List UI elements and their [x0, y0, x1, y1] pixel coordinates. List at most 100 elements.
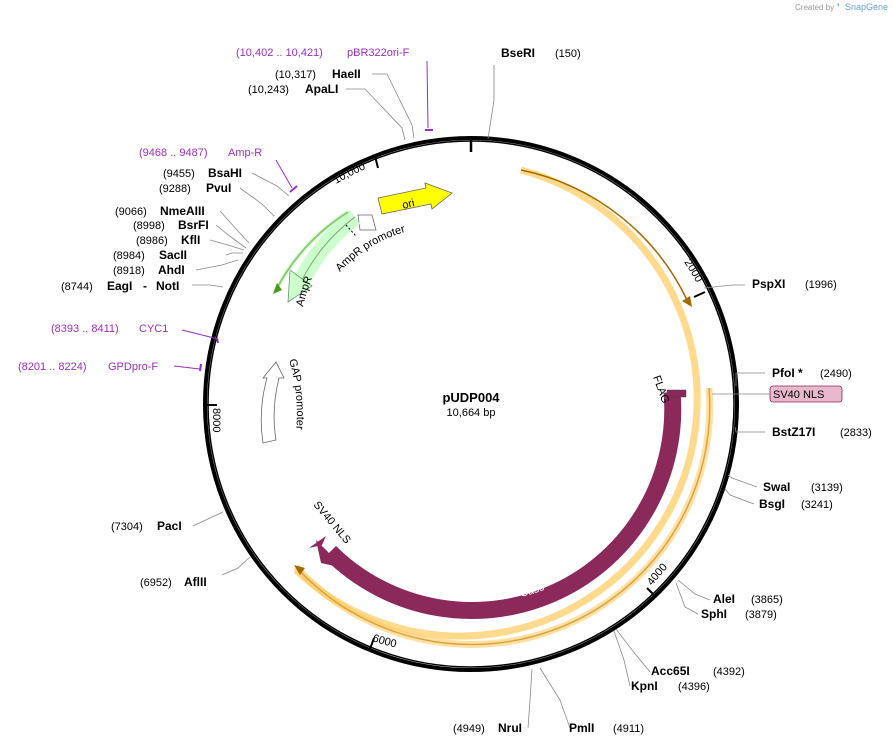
site-name: BstZ17I [772, 425, 815, 439]
primer-gpdpro-f: (8201 .. 8224) GPDpro-F [18, 361, 158, 373]
ori-label: ori [401, 197, 416, 212]
gap-promoter-label: GAP promoter [286, 358, 306, 431]
site-pos: (9288) [159, 183, 191, 195]
site-pos: (7304) [111, 521, 143, 533]
leader-pmli [539, 667, 571, 729]
flag-label: FLAG [650, 374, 671, 405]
ampr-orf-arrow-head [273, 283, 282, 294]
leader-bseri [487, 65, 495, 140]
leader-aflii [221, 556, 251, 576]
site-pos: (150) [555, 48, 581, 60]
site-alei: AleI (3865) [713, 592, 783, 606]
site-name: PvuI [206, 181, 231, 195]
site-pos: (4392) [713, 666, 745, 678]
primer-pbr322ori-f: (10,402 .. 10,421) pBR322ori-F [236, 47, 410, 59]
site-haeii: (10,317) HaeII [275, 67, 361, 81]
ampr-dotted-boundary [345, 224, 357, 237]
site-pos: (3865) [751, 594, 783, 606]
site-name: SphI [701, 607, 727, 621]
primer-leader-ampr [275, 159, 293, 189]
site-pos: (9066) [115, 206, 147, 218]
sv40-nls-right-box-bg [769, 385, 843, 403]
leader-sphi [675, 582, 699, 615]
primer-name: CYC1 [139, 323, 168, 335]
cas9-orf-arc [293, 166, 714, 648]
site-kpni: KpnI (4396) [631, 679, 710, 693]
site-sphi: SphI (3879) [701, 607, 777, 621]
tick-2000 [693, 291, 706, 298]
leader-lines [192, 65, 765, 729]
primer-mark-gpdpro [199, 363, 202, 372]
site-separator: - [143, 279, 147, 293]
site-name-2: NotI [156, 279, 179, 293]
orf-arrow-head-1 [682, 296, 692, 307]
leader-haeii [372, 73, 415, 139]
site-pos: (4911) [613, 723, 644, 735]
site-pvui: (9288) PvuI [159, 181, 231, 195]
site-name: NmeAIII [160, 204, 205, 218]
site-kfli: (8986) KflI [136, 233, 200, 247]
ampr-arrow-head [287, 269, 313, 303]
primer-leader-cyc1 [181, 329, 219, 340]
site-pfoi: PfoI * (2490) [772, 366, 852, 380]
site-nmeaiii: (9066) NmeAIII [115, 204, 205, 218]
ori-arrow [377, 182, 453, 215]
leader-bstz17i [734, 426, 765, 433]
leader-bsgi [724, 488, 755, 505]
credit-brand: SnapGene [845, 2, 888, 12]
site-name: NruI [498, 721, 522, 735]
cas9-arrow-body [324, 391, 682, 619]
primer-cyc1: (8393 .. 8411) CYC1 [51, 323, 168, 335]
ori-feature: ori [377, 182, 453, 215]
leader-kpni [613, 630, 631, 687]
site-name: PacI [157, 519, 182, 533]
site-name: KpnI [631, 679, 658, 693]
primer-name: GPDpro-F [108, 361, 158, 373]
site-pos: (8918) [113, 265, 145, 277]
site-apali: (10,243) ApaLI [248, 82, 338, 96]
gap-promoter-feature: GAP promoter [260, 358, 306, 444]
site-aflii: (6952) AflII [140, 575, 207, 589]
leader-alei [677, 579, 711, 601]
sv40-nls-right-box: SV40 NLS [712, 385, 843, 403]
site-name: SwaI [763, 480, 790, 494]
site-name: HaeII [332, 67, 361, 81]
site-pos: (8998) [133, 220, 165, 232]
site-pos: (3139) [811, 482, 843, 494]
ampr-arrow-outline [300, 216, 356, 283]
snapgene-logo-icon: ❜ [837, 2, 840, 12]
site-bsrfi: (8998) BsrFI [133, 218, 209, 232]
site-pos: (6952) [140, 577, 172, 589]
sv40-nls-left-marker [309, 536, 326, 548]
primer-amp-r: (9468 .. 9487) Amp-R [139, 147, 262, 159]
tick-4000 [646, 587, 656, 597]
site-ahdi: (8918) AhdI [113, 263, 185, 277]
site-acc65i: Acc65I (4392) [651, 664, 745, 678]
primer-range: (9468 .. 9487) [139, 147, 208, 159]
site-name: AhdI [158, 263, 185, 277]
primer-leader-gpdpro [173, 365, 201, 370]
tick-10000 [374, 155, 379, 169]
leader-apali [346, 88, 406, 141]
site-pos: (10,243) [248, 84, 289, 96]
site-pos: (2490) [820, 368, 852, 380]
site-bsgi: BsgI (3241) [759, 497, 833, 511]
site-name: ApaLI [305, 82, 338, 96]
ampr-promoter-arrow [357, 214, 377, 231]
plasmid-length: 10,664 bp [447, 407, 496, 419]
site-sacii: (8984) SacII [113, 248, 187, 262]
leader-sacii [225, 252, 243, 256]
tick-label-8000: 8000 [210, 408, 222, 432]
leader-eagi-noti [192, 284, 224, 288]
site-name: SacII [159, 248, 187, 262]
site-pspxi: PspXI (1996) [752, 277, 837, 291]
sv40-nls-right-label: SV40 NLS [773, 389, 824, 401]
site-nrui: (4949) NruI [453, 721, 522, 735]
orf-highlight-1 [293, 166, 701, 640]
leader-nrui [527, 668, 533, 729]
leader-ahdi [195, 259, 239, 271]
leader-swai [727, 474, 758, 488]
tick-6000 [369, 637, 375, 650]
primer-name: pBR322ori-F [347, 47, 410, 59]
site-pos: (4949) [453, 723, 485, 735]
